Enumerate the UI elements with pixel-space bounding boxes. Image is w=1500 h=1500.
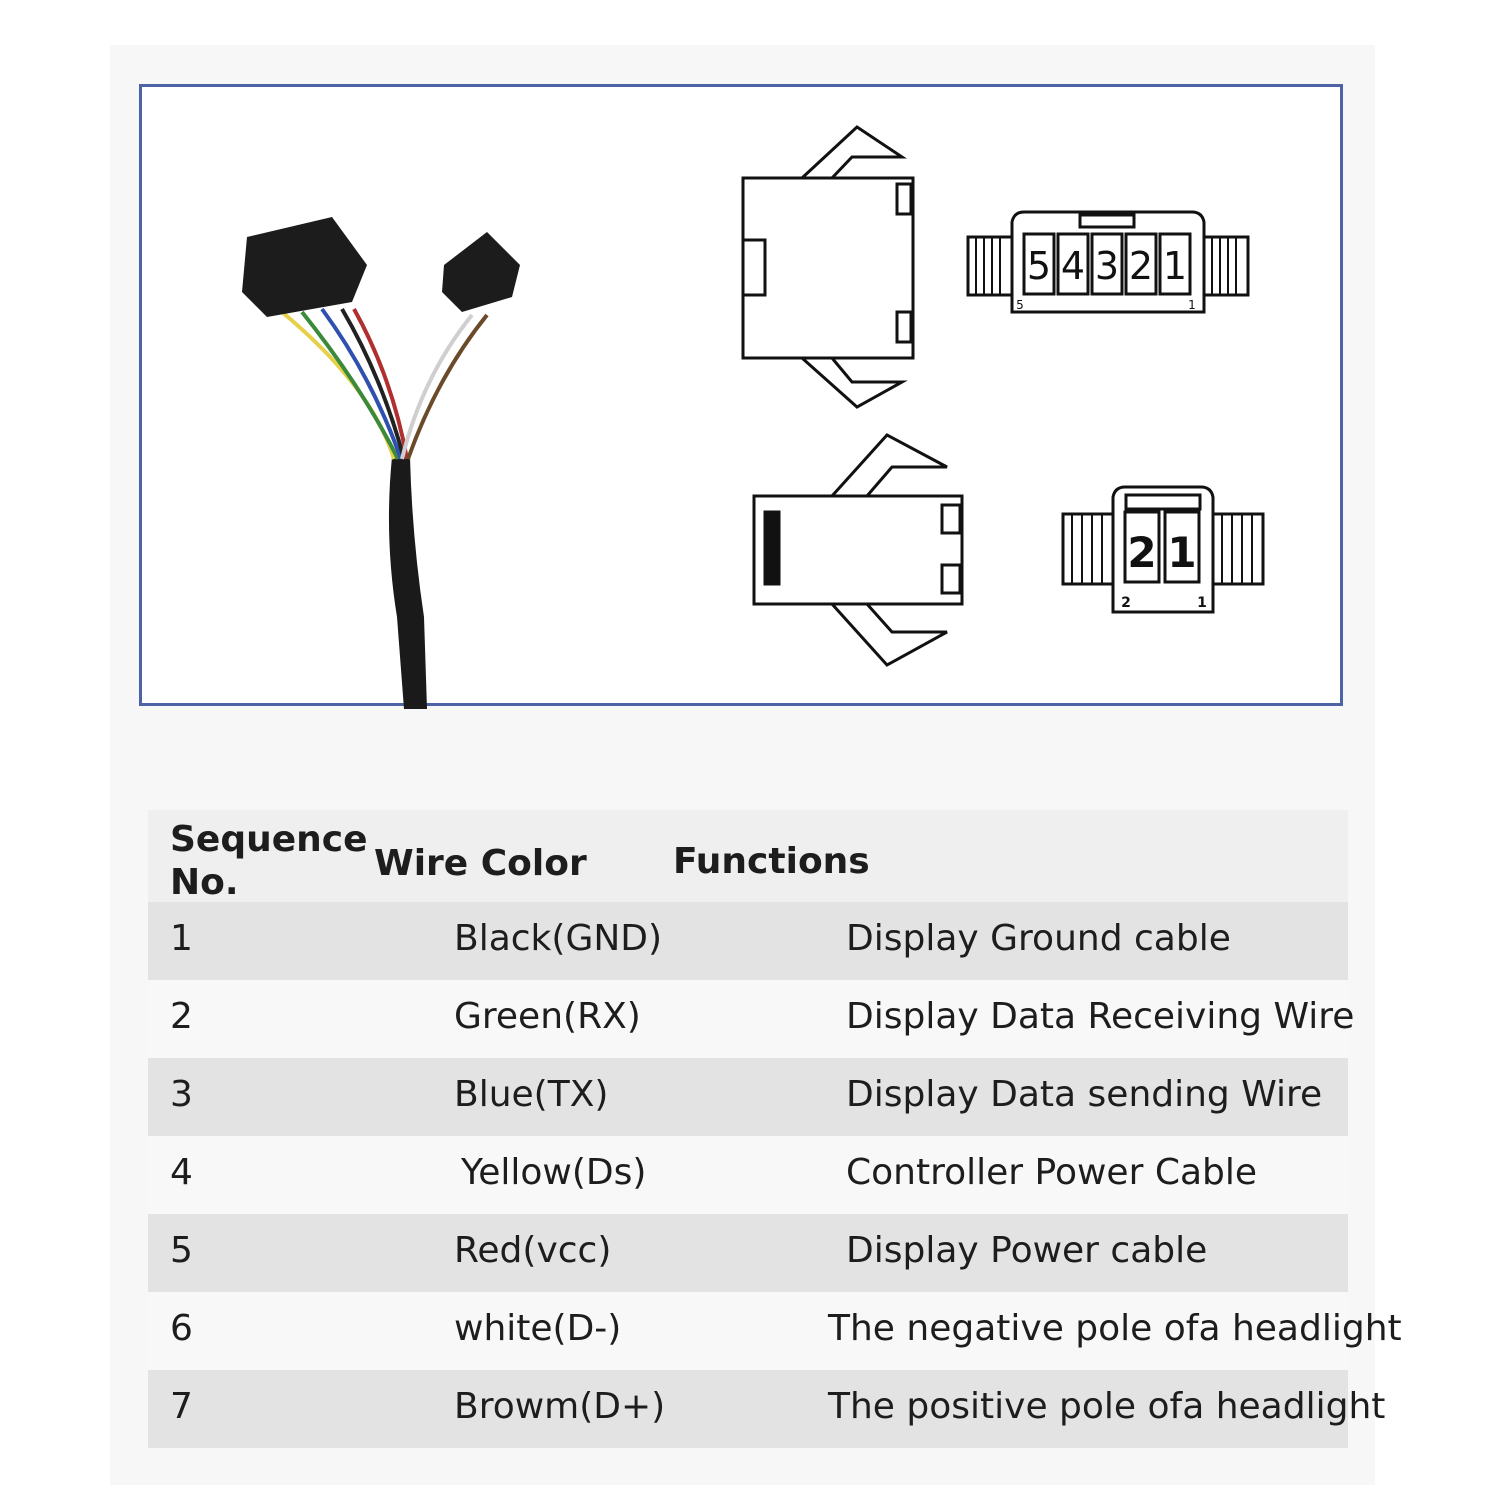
header-wire-color: Wire Color bbox=[374, 843, 587, 884]
pin-3-number: 3 bbox=[1095, 244, 1119, 288]
pin-2-number-2pin: 2 bbox=[1127, 528, 1156, 577]
table-row: 2 Green(RX) Display Data Receiving Wire bbox=[148, 980, 1354, 1058]
pin-4-number: 4 bbox=[1061, 244, 1085, 288]
row-function: Display Ground cable bbox=[846, 918, 1231, 959]
connector-2pin-front-view: 2 1 2 1 bbox=[1061, 485, 1265, 614]
row-function: Display Power cable bbox=[846, 1230, 1208, 1271]
row-number: 4 bbox=[170, 1152, 193, 1193]
row-wire-color: Blue(TX) bbox=[454, 1074, 609, 1115]
wire-red bbox=[352, 308, 409, 460]
pin-1-edge-label-2pin: 1 bbox=[1197, 595, 1207, 611]
row-function: The negative pole ofa headlight bbox=[828, 1308, 1402, 1349]
cable-sheath bbox=[388, 457, 427, 709]
header-functions: Functions bbox=[673, 841, 870, 882]
pin-1-edge-label: 1 bbox=[1188, 298, 1196, 312]
pin-5-edge-label: 5 bbox=[1016, 298, 1024, 312]
pin-2-edge-label-2pin: 2 bbox=[1121, 595, 1131, 611]
table-row: 5 Red(vcc) Display Power cable bbox=[148, 1214, 1348, 1292]
connector-2pin-side-view bbox=[752, 433, 964, 667]
row-wire-color: Browm(D+) bbox=[454, 1386, 666, 1427]
row-number: 3 bbox=[170, 1074, 193, 1115]
connector-5pin-side-view bbox=[741, 125, 915, 409]
row-wire-color: Yellow(Ds) bbox=[461, 1152, 647, 1193]
table-row: 4 Yellow(Ds) Controller Power Cable bbox=[148, 1136, 1348, 1214]
wire-white bbox=[400, 313, 474, 460]
header-sequence-no: Sequence No. bbox=[170, 819, 368, 904]
row-wire-color: Green(RX) bbox=[454, 996, 641, 1037]
pin-2-number: 2 bbox=[1129, 244, 1153, 288]
row-wire-color: white(D-) bbox=[454, 1308, 622, 1349]
row-function: Controller Power Cable bbox=[846, 1152, 1258, 1193]
wire-brown bbox=[406, 313, 489, 460]
row-number: 5 bbox=[170, 1230, 193, 1271]
wire-black bbox=[340, 307, 406, 460]
table-header: Sequence No. Wire Color Functions bbox=[148, 810, 1348, 904]
table-row: 1 Black(GND) Display Ground cable bbox=[148, 902, 1348, 980]
row-function: Display Data sending Wire bbox=[846, 1074, 1323, 1115]
wire-green bbox=[300, 310, 400, 460]
pin-1-number-2pin: 1 bbox=[1167, 528, 1196, 577]
connector-5pin-front-view: 5 4 3 2 1 5 1 bbox=[966, 210, 1250, 314]
pin-5-number: 5 bbox=[1027, 244, 1051, 288]
row-number: 6 bbox=[170, 1308, 193, 1349]
row-function: The positive pole ofa headlight bbox=[828, 1386, 1386, 1427]
connector-diagram: 5 4 3 2 1 5 1 bbox=[242, 125, 1265, 709]
connector-2pin-photo bbox=[442, 232, 520, 312]
row-wire-color: Red(vcc) bbox=[454, 1230, 612, 1271]
wire-blue bbox=[320, 307, 403, 460]
connector-diagram-panel: 5 4 3 2 1 5 1 bbox=[139, 84, 1343, 709]
cable-illustration bbox=[242, 217, 520, 709]
wire-function-table: Sequence No. Wire Color Functions 1 Blac… bbox=[148, 810, 1402, 1448]
pin-1-number: 1 bbox=[1163, 244, 1187, 288]
row-number: 7 bbox=[170, 1386, 193, 1427]
row-number: 1 bbox=[170, 918, 193, 959]
row-function: Display Data Receiving Wire bbox=[846, 996, 1355, 1037]
table-row: 7 Browm(D+) The positive pole ofa headli… bbox=[148, 1370, 1385, 1448]
row-wire-color: Black(GND) bbox=[454, 918, 663, 959]
connector-5pin-photo bbox=[242, 217, 367, 317]
table-row: 6 white(D-) The negative pole ofa headli… bbox=[148, 1292, 1402, 1370]
table-row: 3 Blue(TX) Display Data sending Wire bbox=[148, 1058, 1348, 1136]
row-number: 2 bbox=[170, 996, 193, 1037]
